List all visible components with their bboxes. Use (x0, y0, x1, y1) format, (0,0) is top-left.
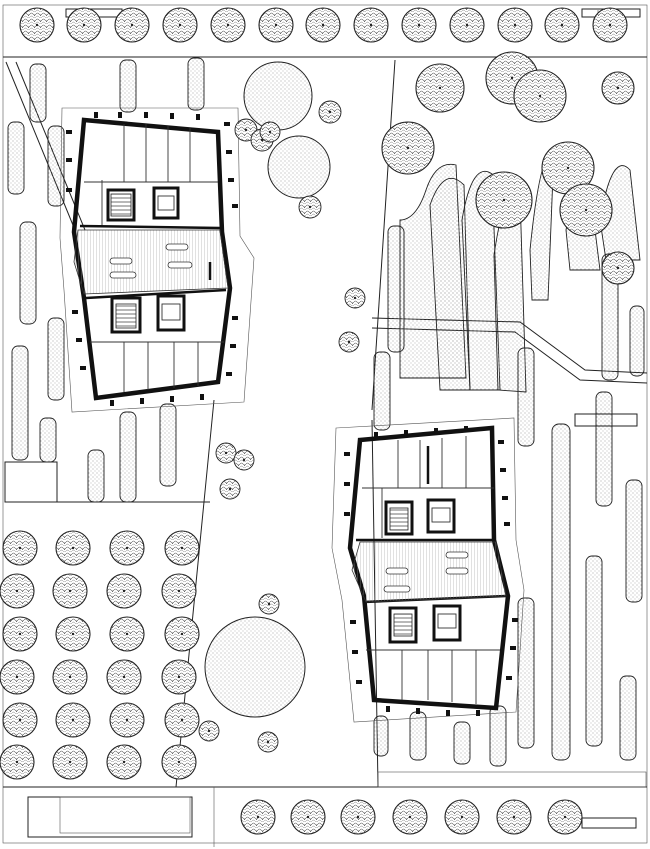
park-tree-trunk (566, 166, 570, 170)
orchard-tree-trunk (125, 632, 129, 636)
orchard-tree-trunk (125, 718, 129, 722)
street-tree-trunk (560, 23, 564, 27)
street-tree-trunk (417, 23, 421, 27)
park-tree-trunk (510, 76, 514, 80)
small-tree-trunk (224, 451, 228, 455)
building-east-columns (344, 426, 518, 716)
orchard-tree-trunk (15, 760, 19, 764)
orchard-tree-trunk (71, 718, 75, 722)
orchard-tree-trunk (68, 760, 72, 764)
street-tree-trunk (408, 815, 412, 819)
orchard-tree-trunk (122, 589, 126, 593)
orchard-tree-trunk (177, 675, 181, 679)
building-west (59, 107, 255, 413)
site-boundary (2, 4, 648, 844)
orchard-tree-trunk (18, 718, 22, 722)
small-tree-trunk (260, 138, 264, 142)
orchard-tree-trunk (122, 760, 126, 764)
orchard-tree-trunk (180, 632, 184, 636)
orchard-tree-trunk (18, 546, 22, 550)
building-west-rooms (79, 124, 227, 392)
east-planting-beds (373, 149, 645, 767)
street-tree-trunk (513, 23, 517, 27)
street-tree-trunk (130, 23, 134, 27)
orchard-tree-trunk (15, 675, 19, 679)
orchard-tree-trunk (68, 675, 72, 679)
park-tree-trunk (584, 208, 588, 212)
park-tree-trunk (406, 146, 410, 150)
street-tree-trunk (178, 23, 182, 27)
orchard-tree-trunk (180, 718, 184, 722)
building-east-hall (351, 541, 507, 603)
street-tree-trunk (369, 23, 373, 27)
orchard-tree-trunk (15, 589, 19, 593)
street-tree-trunk (512, 815, 516, 819)
street-tree-trunk (274, 23, 278, 27)
trees (0, 7, 635, 835)
orchard-tree-trunk (177, 589, 181, 593)
building-west-hall (73, 229, 229, 295)
small-tree-trunk (268, 130, 272, 134)
small-tree-trunk (308, 205, 312, 209)
street-tree-trunk (226, 23, 230, 27)
small-tree-trunk (207, 729, 211, 733)
orchard-tree-trunk (180, 546, 184, 550)
orchard-tree-trunk (71, 546, 75, 550)
building-east (331, 417, 525, 723)
street-tree-trunk (460, 815, 464, 819)
orchard-tree-trunk (177, 760, 181, 764)
park-tree-trunk (502, 198, 506, 202)
orchard-tree-trunk (122, 675, 126, 679)
street-tree-trunk (356, 815, 360, 819)
street-tree-trunk (35, 23, 39, 27)
park-tree-trunk (616, 266, 620, 270)
orchard-tree-trunk (71, 632, 75, 636)
street-tree-trunk (608, 23, 612, 27)
small-tree-trunk (347, 340, 351, 344)
orchard-tree-trunk (68, 589, 72, 593)
park-tree-trunk (616, 86, 620, 90)
building-west-columns (66, 112, 238, 406)
orchard-tree-trunk (18, 632, 22, 636)
street-tree-trunk (306, 815, 310, 819)
street-tree-trunk (256, 815, 260, 819)
street-tree-trunk (563, 815, 567, 819)
orchard-tree-trunk (125, 546, 129, 550)
small-tree-trunk (242, 458, 246, 462)
small-tree-trunk (353, 296, 357, 300)
small-tree-trunk (266, 740, 270, 744)
park-tree-trunk (538, 94, 542, 98)
small-tree-trunk (228, 487, 232, 491)
small-tree-trunk (267, 602, 271, 606)
circular-lawns (204, 61, 331, 718)
small-tree-trunk (244, 128, 248, 132)
small-tree-trunk (328, 110, 332, 114)
street-tree-trunk (321, 23, 325, 27)
west-planting-beds (7, 57, 205, 503)
park-tree-trunk (438, 86, 442, 90)
street-tree-trunk (82, 23, 86, 27)
street-tree-trunk (465, 23, 469, 27)
